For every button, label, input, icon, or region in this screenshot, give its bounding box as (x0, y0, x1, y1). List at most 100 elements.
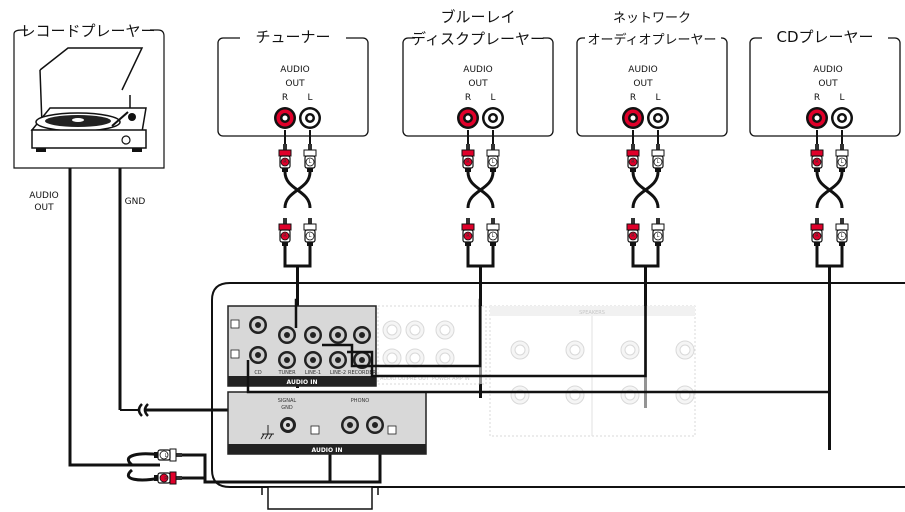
cd-jack-r (806, 107, 828, 129)
tuner-bottom-plug-l (303, 217, 317, 247)
tuner-out-label: OUT (285, 79, 305, 89)
cd-bottom-plug-l (835, 217, 849, 247)
gnd-terminal (280, 417, 296, 433)
pre-out-label: PRE OUT (407, 376, 430, 382)
ground-symbol-icon (260, 425, 274, 440)
tuner-bottom-plug-l-label: L (309, 233, 312, 239)
cd-bottom-plug-l-label: L (841, 233, 844, 239)
bluray-top-plug-l (486, 143, 500, 173)
network-r-label: R (630, 93, 636, 103)
phono-audio-in-label: AUDIO IN (312, 447, 343, 454)
network-jack-l (647, 107, 669, 129)
tuner-jack-l (299, 107, 321, 129)
network-top-plug-r-label: R (631, 159, 635, 165)
network-top-plug-l (651, 143, 665, 173)
phono-plug-r (153, 471, 183, 485)
network-top-plug-r (626, 143, 640, 173)
tuner-top-plug-l-label: L (309, 159, 312, 165)
amplifier-rear-panel: SPEAKERS AUDIO OUT PRE OUT POWER AMP IN (211, 282, 905, 510)
cd-bottom-plug-r-label: R (815, 233, 819, 239)
bluray-audio-label: AUDIO (463, 65, 492, 75)
tuner-l-label: L (307, 93, 312, 103)
cd-top-plug-l (835, 143, 849, 173)
network-top-plug-l-label: L (657, 159, 660, 165)
cd-top-plug-r-label: R (815, 159, 819, 165)
signal-gnd-label-1: SIGNAL (278, 398, 297, 404)
tuner-input-label: TUNER (277, 370, 296, 376)
power-amp-in-label: POWER AMP IN (432, 376, 470, 382)
bluray-top-plug-r-label: R (466, 159, 470, 165)
network-bottom-plug-r-label: R (631, 233, 635, 239)
phono-jack-l (366, 416, 384, 434)
tuner-audio-label: AUDIO (280, 65, 309, 75)
turntable-audio-out-label-1: AUDIO (29, 191, 58, 201)
line1-input-label: LINE-1 (305, 370, 321, 376)
line2-input-label: LINE-2 (330, 370, 346, 376)
bluray-jack-r (457, 107, 479, 129)
bluray-device: ブルーレイ ディスクプレーヤー AUDIO OUT R L (402, 8, 554, 137)
phono-label: PHONO (351, 398, 369, 404)
phono-input-panel: AUDIO IN SIGNAL GND PHONO (227, 391, 427, 455)
bluray-top-plug-r (461, 143, 475, 173)
network-jack-r (622, 107, 644, 129)
phono-jack-r (341, 416, 359, 434)
cd-input-label: CD (254, 370, 261, 376)
phono-plug-r-label: R (164, 476, 168, 482)
turntable-gnd-label: GND (125, 197, 146, 207)
network-out-label: OUT (633, 79, 653, 89)
tuner-jack-r (274, 107, 296, 129)
bluray-jack-l (482, 107, 504, 129)
cd-audio-label: AUDIO (813, 65, 842, 75)
amp-input-wire (347, 266, 647, 378)
bluray-bottom-plug-r-label: R (466, 233, 470, 239)
network-device: ネットワーク オーディオプレーヤー AUDIO OUT R L (576, 11, 728, 137)
phono-plug-l (153, 448, 183, 462)
bluray-title-2: ディスクプレーヤー (411, 30, 545, 48)
bluray-out-label: OUT (468, 79, 488, 89)
network-title-1: ネットワーク (613, 11, 691, 26)
network-bottom-plug-r (626, 217, 640, 247)
tuner-title: チューナー (255, 28, 330, 46)
tuner-device: チューナー AUDIO OUT R L (217, 28, 369, 137)
amp-input-wire (322, 266, 482, 368)
speaker-terminals: SPEAKERS (489, 305, 696, 437)
audio-out-label: AUDIO OUT (380, 376, 410, 382)
turntable-icon (30, 47, 147, 152)
cd-top-plug-r (810, 143, 824, 173)
recorder-input-label: RECORDER (348, 370, 377, 376)
cd-jack-l (831, 107, 853, 129)
cd-l-label: L (839, 93, 844, 103)
turntable-title: レコードプレーヤー (20, 22, 155, 40)
bluray-title-1: ブルーレイ (440, 8, 515, 26)
bluray-top-plug-l-label: L (492, 159, 495, 165)
tuner-bottom-plug-r (278, 217, 292, 247)
speakers-label: SPEAKERS (579, 310, 605, 316)
tuner-top-plug-l (303, 143, 317, 173)
cd-title: CDプレーヤー (776, 28, 873, 46)
amp-input-wires (246, 266, 831, 394)
phono-plug-l-label: L (165, 453, 168, 459)
network-l-label: L (655, 93, 660, 103)
tuner-r-label: R (282, 93, 288, 103)
tuner-bottom-plug-r-label: R (283, 233, 287, 239)
bluray-l-label: L (490, 93, 495, 103)
cd-top-plug-l-label: L (841, 159, 844, 165)
network-audio-label: AUDIO (628, 65, 657, 75)
network-bottom-plug-l-label: L (657, 233, 660, 239)
line-input-panel: AUDIO IN CD TUNER LINE-1 LINE-2 RECORDER (227, 305, 377, 387)
amp-input-wire (246, 266, 831, 394)
tuner-top-plug-r-label: R (283, 159, 287, 165)
cd-r-label: R (814, 93, 820, 103)
network-bottom-plug-l (651, 217, 665, 247)
bluray-r-label: R (465, 93, 471, 103)
turntable-device: レコードプレーヤー AUDIO OUT GND (13, 22, 165, 213)
audio-in-label: AUDIO IN (287, 379, 318, 386)
amp-input-wire (294, 266, 299, 328)
cd-device: CDプレーヤー AUDIO OUT R L (749, 28, 901, 137)
bluray-bottom-plug-l (486, 217, 500, 247)
signal-gnd-label-2: GND (281, 405, 293, 411)
tuner-top-plug-r (278, 143, 292, 173)
cd-bottom-plug-r (810, 217, 824, 247)
bluray-bottom-plug-r (461, 217, 475, 247)
